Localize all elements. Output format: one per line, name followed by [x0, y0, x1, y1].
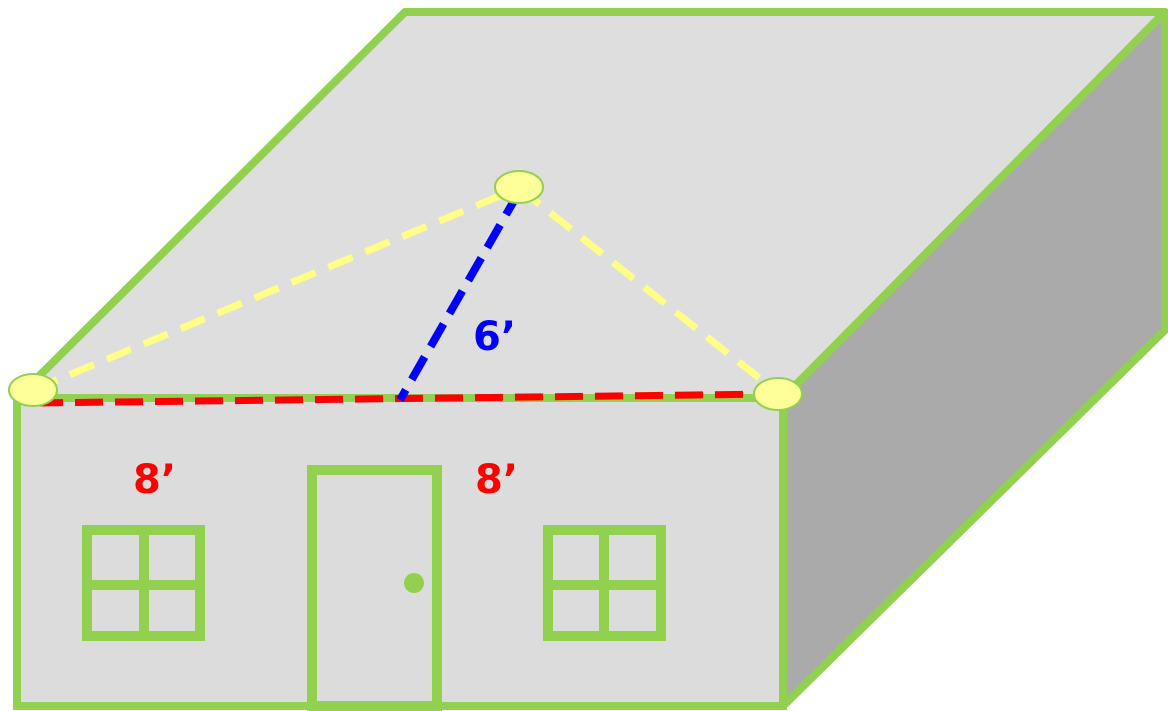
- front-wall: [13, 394, 787, 710]
- right-half-label: 8’: [475, 457, 518, 503]
- height-line: [396, 190, 523, 402]
- triangle-base-line: [34, 390, 779, 407]
- vertex-left: [8, 373, 58, 407]
- left-window: [82, 525, 205, 641]
- door: [307, 465, 442, 711]
- vertex-top: [494, 170, 544, 204]
- height-label: 6’: [473, 314, 516, 360]
- left-half-label: 8’: [133, 457, 176, 503]
- door-knob: [404, 573, 424, 593]
- triangle-right-edge: [516, 185, 781, 396]
- vertex-right: [753, 377, 803, 411]
- triangle-left-edge: [31, 184, 521, 394]
- right-window: [543, 525, 666, 641]
